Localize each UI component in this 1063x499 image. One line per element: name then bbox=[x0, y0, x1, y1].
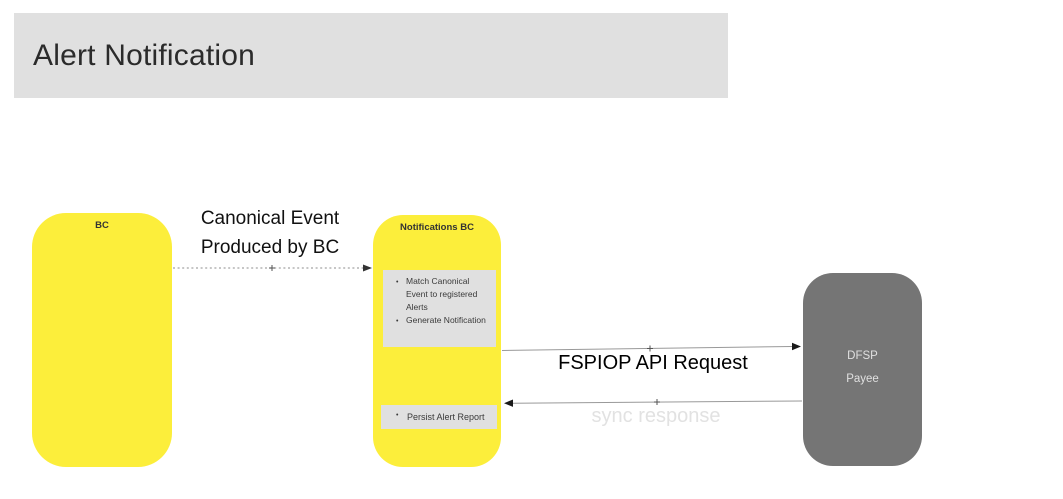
step-item: Persist Alert Report bbox=[394, 412, 485, 422]
step-item: Generate Notification bbox=[395, 314, 492, 328]
persist-report-box: Persist Alert Report bbox=[381, 405, 497, 429]
arrowhead-right-icon bbox=[792, 342, 801, 351]
arrowhead-left-icon bbox=[504, 399, 513, 407]
notifications-steps-box: Match Canonical Event to registered Aler… bbox=[383, 270, 496, 347]
header-bar: Alert Notification bbox=[14, 13, 728, 98]
node-notifications-bc: Notifications BC Match Canonical Event t… bbox=[373, 215, 501, 467]
node-dfsp-line2: Payee bbox=[846, 373, 879, 385]
node-dfsp-text: DFSP Payee bbox=[803, 345, 922, 391]
node-notifications-bc-label: Notifications BC bbox=[400, 222, 474, 233]
label-canonical-event: Canonical Event Produced by BC bbox=[175, 204, 365, 262]
label-fspiop-request: FSPIOP API Request bbox=[558, 352, 748, 374]
page-title: Alert Notification bbox=[33, 38, 256, 72]
label-canonical-line2: Produced by BC bbox=[200, 237, 340, 258]
sync-response-arrow bbox=[504, 399, 803, 407]
fspiop-request-arrow bbox=[501, 342, 801, 352]
label-canonical-line1: Canonical Event bbox=[200, 208, 340, 229]
step-item: Match Canonical Event to registered Aler… bbox=[395, 275, 492, 314]
canonical-event-arrow bbox=[173, 264, 372, 272]
node-dfsp-payee: DFSP Payee bbox=[803, 273, 922, 466]
arrowhead-right-icon bbox=[363, 264, 372, 272]
label-sync-response: sync response bbox=[591, 405, 721, 427]
node-dfsp-line1: DFSP bbox=[847, 350, 878, 362]
node-bc-label: BC bbox=[95, 220, 109, 231]
node-bc: BC bbox=[32, 213, 172, 467]
